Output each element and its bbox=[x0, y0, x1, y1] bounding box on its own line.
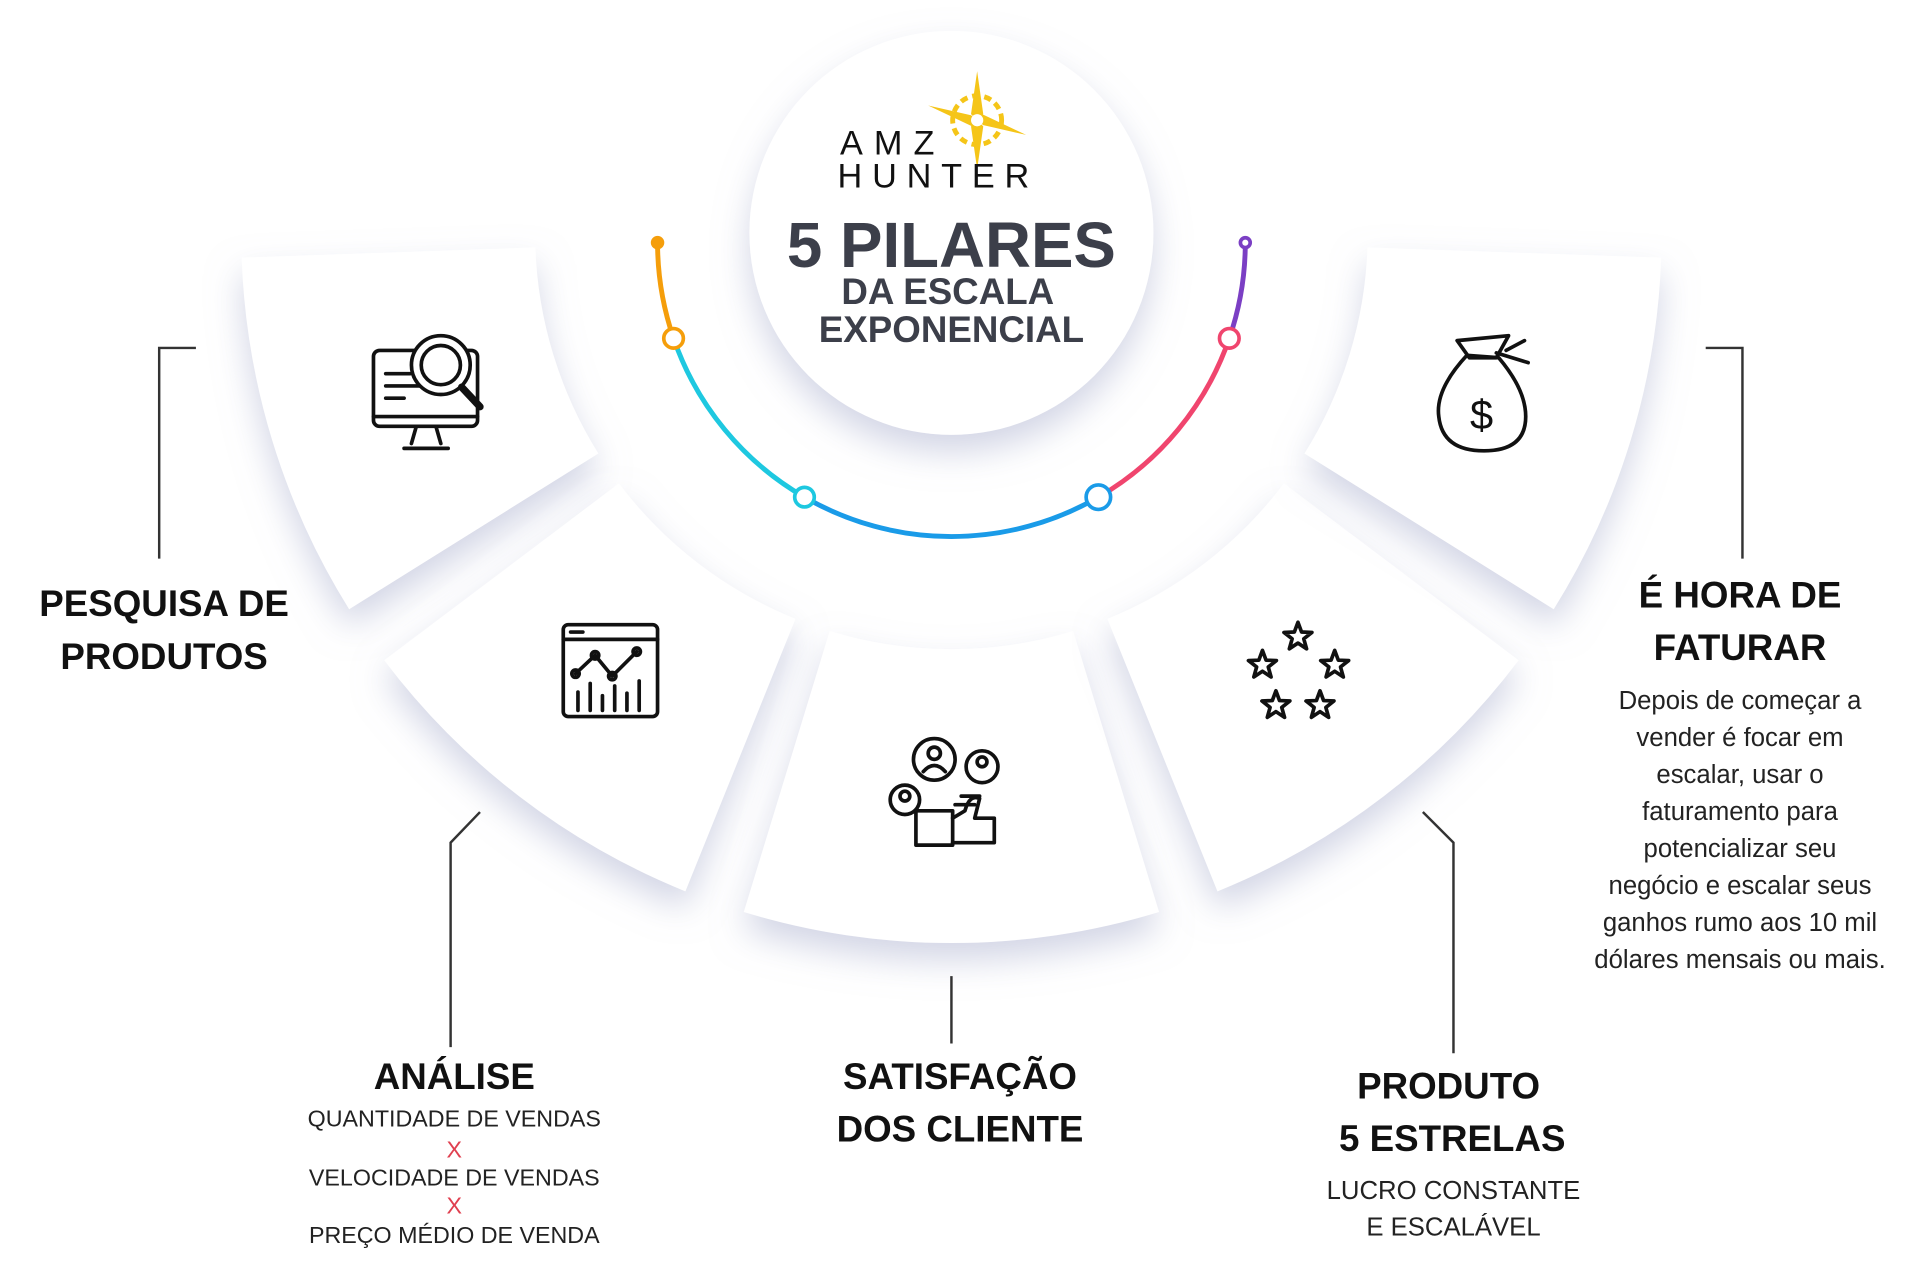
faturar-description: Depois de começar a vender é focar em esca… bbox=[1594, 687, 1885, 974]
compass-star-icon bbox=[928, 71, 1027, 170]
money-bag-icon: $ bbox=[1436, 333, 1530, 453]
analise-multiply: X bbox=[447, 1136, 463, 1162]
produto-line: E ESCALÁVEL bbox=[1366, 1213, 1540, 1242]
analise-line: VELOCIDADE DE VENDAS bbox=[309, 1165, 600, 1191]
customer-thumbs-up-icon bbox=[888, 736, 1000, 847]
center-circle bbox=[749, 30, 1154, 435]
faturar-line: vender é focar em bbox=[1636, 724, 1843, 752]
faturar-line: escalar, usar o bbox=[1656, 761, 1823, 789]
pesquisa-title-2: PRODUTOS bbox=[60, 636, 267, 677]
leader-line-faturar bbox=[1705, 346, 1744, 559]
produto-title-2: 5 ESTRELAS bbox=[1339, 1118, 1565, 1159]
arc-node bbox=[661, 326, 686, 350]
analise-title: ANÁLISE bbox=[374, 1056, 535, 1097]
arc-segment bbox=[1097, 337, 1232, 500]
logo: AMZ HUNTER bbox=[838, 71, 1040, 196]
logo-hunter: HUNTER bbox=[838, 158, 1040, 196]
leader-line-pesquisa bbox=[157, 346, 196, 559]
star-icon bbox=[1304, 688, 1336, 720]
chart-dashboard-icon bbox=[561, 622, 660, 719]
arc-node bbox=[792, 485, 817, 509]
segment-pesquisa bbox=[241, 247, 599, 610]
leader-line-analise bbox=[449, 811, 481, 1048]
arc-node bbox=[1217, 326, 1241, 350]
ring-segments bbox=[241, 247, 1662, 944]
progress-arc bbox=[650, 235, 1253, 539]
logo-amz: AMZ bbox=[840, 124, 945, 162]
faturar-line: faturamento para bbox=[1642, 798, 1838, 826]
title-sub2: EXPONENCIAL bbox=[819, 309, 1084, 350]
arc-node bbox=[650, 235, 665, 250]
arc-segment bbox=[803, 495, 1100, 539]
segment-satisfacao bbox=[743, 630, 1160, 944]
arc-node bbox=[1084, 483, 1113, 512]
faturar-title-1: É HORA DE bbox=[1639, 575, 1842, 616]
produto-line: LUCRO CONSTANTE bbox=[1327, 1177, 1581, 1205]
star-icon bbox=[1260, 688, 1292, 720]
faturar-title-2: FATURAR bbox=[1654, 627, 1827, 668]
arc-node bbox=[1238, 235, 1253, 250]
analise-multiply: X bbox=[447, 1193, 463, 1219]
faturar-line: ganhos rumo aos 10 mil bbox=[1603, 909, 1877, 937]
satisfacao-title-1: SATISFAÇÃO bbox=[843, 1055, 1077, 1097]
segment-produto bbox=[1107, 483, 1519, 892]
arc-segment bbox=[655, 242, 676, 340]
arc-segment bbox=[1226, 242, 1248, 340]
monitor-search-icon bbox=[371, 333, 484, 451]
svg-text:$: $ bbox=[1470, 391, 1493, 438]
pesquisa-title-1: PESQUISA DE bbox=[39, 583, 289, 624]
satisfacao-title-2: DOS CLIENTE bbox=[837, 1108, 1084, 1149]
faturar-line: negócio e escalar seus bbox=[1609, 872, 1872, 900]
title-sub1: DA ESCALA bbox=[841, 271, 1054, 312]
faturar-line: dólares mensais ou mais. bbox=[1594, 946, 1885, 974]
leader-line-produto bbox=[1421, 811, 1455, 1054]
star-icon bbox=[1282, 620, 1314, 651]
faturar-line: potencializar seu bbox=[1644, 835, 1837, 863]
five-stars-icon bbox=[1246, 620, 1351, 720]
segment-faturar bbox=[1304, 247, 1662, 610]
analise-line: PREÇO MÉDIO DE VENDA bbox=[309, 1222, 600, 1248]
star-icon bbox=[1246, 648, 1279, 679]
arc-segment bbox=[671, 337, 806, 500]
star-icon bbox=[1318, 648, 1351, 679]
analise-line: QUANTIDADE DE VENDAS bbox=[308, 1106, 601, 1132]
produto-title-1: PRODUTO bbox=[1357, 1066, 1540, 1107]
faturar-line: Depois de começar a bbox=[1619, 687, 1863, 715]
title-main: 5 PILARES bbox=[787, 210, 1116, 281]
